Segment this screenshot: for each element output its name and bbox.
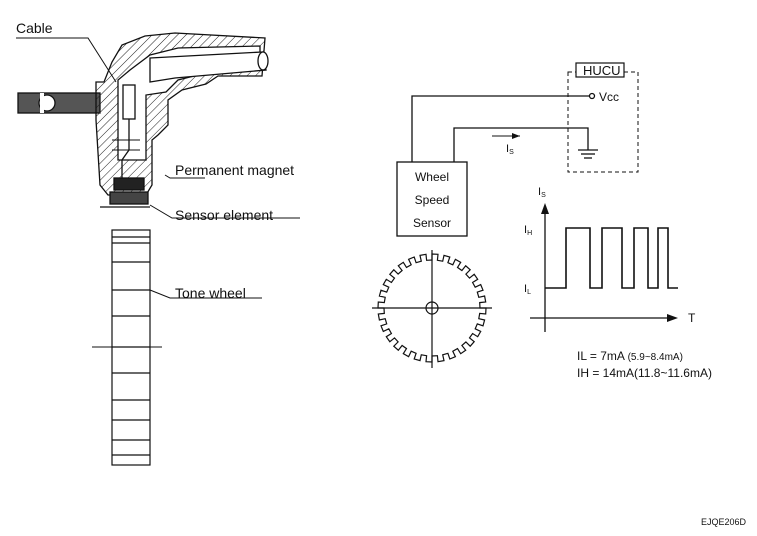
permanent-magnet-label: Permanent magnet xyxy=(175,162,294,178)
is-axis-label: IS xyxy=(538,186,546,199)
hucu-box xyxy=(567,62,639,173)
tone-wheel xyxy=(92,229,162,466)
hucu-label: HUCU xyxy=(583,63,621,78)
sensor-element-label: Sensor element xyxy=(175,207,273,223)
il-spec: IL = 7mA (5.9~8.4mA) xyxy=(577,349,683,363)
wheel-speed-sensor-box: Wheel Speed Sensor xyxy=(396,161,468,237)
t-axis-label: T xyxy=(688,311,696,325)
permanent-magnet xyxy=(113,177,145,191)
square-wave xyxy=(545,227,678,289)
sensor-element xyxy=(109,191,149,205)
current-is-label: IS xyxy=(506,143,514,156)
sensor-box-line-1: Wheel xyxy=(415,170,449,184)
sensor-box-line-2: Speed xyxy=(415,193,450,207)
sensor-cross-section xyxy=(17,32,269,208)
waveform-axes xyxy=(530,203,678,332)
conductor xyxy=(122,84,136,120)
il-label: IL xyxy=(524,283,531,296)
leader-lines xyxy=(16,37,300,299)
sensor-box-line-3: Sensor xyxy=(413,216,451,230)
vcc-label: Vcc xyxy=(599,90,619,104)
cable-label: Cable xyxy=(16,20,53,36)
circuit-wiring xyxy=(411,92,598,162)
mounting-flange xyxy=(17,92,101,114)
figure-code: EJQE206D xyxy=(701,517,747,527)
ih-spec: IH = 14mA(11.8~11.6mA) xyxy=(577,366,712,380)
cable xyxy=(149,51,267,83)
toothed-wheel xyxy=(372,250,492,368)
tone-wheel-label: Tone wheel xyxy=(175,285,246,301)
ih-label: IH xyxy=(524,224,532,237)
